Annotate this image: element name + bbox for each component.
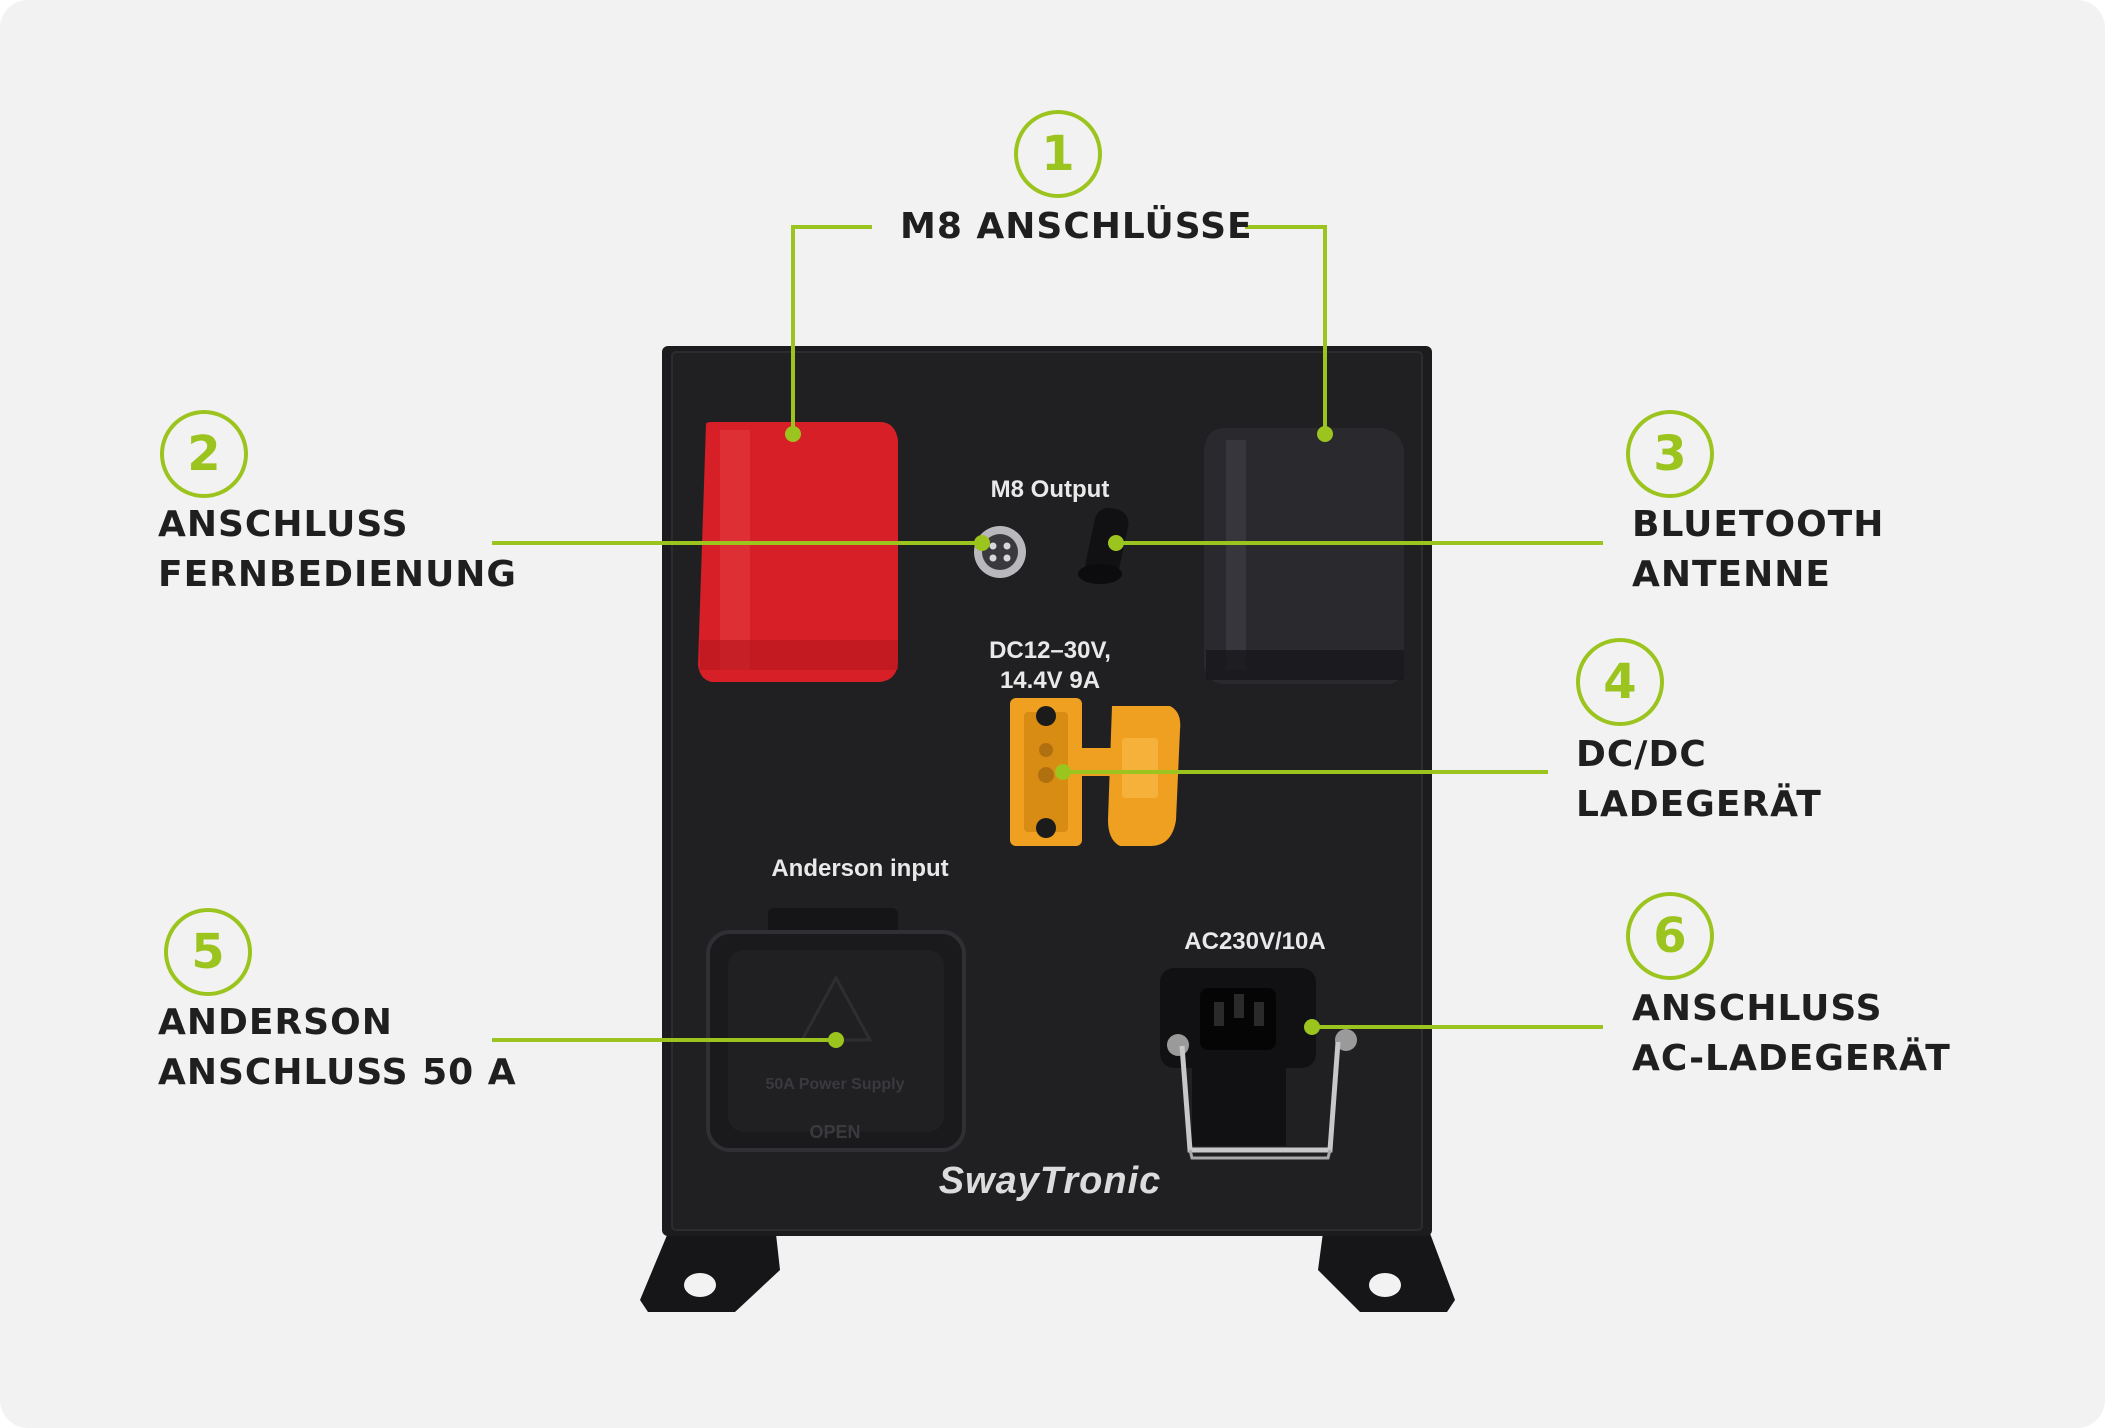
callout-2-label: ANSCHLUSS FERNBEDIENUNG	[158, 500, 517, 600]
callout-2-number: 2	[160, 410, 248, 498]
leader-line-1-left	[791, 225, 872, 434]
callout-5-number: 5	[164, 908, 252, 996]
m8-socket	[974, 526, 1026, 578]
callout-6-number: 6	[1626, 892, 1714, 980]
dc-voltage-line1: DC12–30V,	[989, 637, 1111, 664]
m8-output-label: M8 Output	[990, 476, 1110, 503]
bluetooth-antenna	[1078, 507, 1129, 584]
callout-1-number: 1	[1014, 110, 1102, 198]
callout-3-line1: BLUETOOTH	[1632, 504, 1885, 545]
leader-line-1-right	[1245, 225, 1327, 434]
anderson-cover-text: 50A Power Supply	[765, 1076, 905, 1093]
anderson-open-text: OPEN	[809, 1122, 861, 1142]
callout-6-line2: AC-LADEGERÄT	[1632, 1038, 1951, 1079]
callout-endpoints	[785, 426, 1333, 1048]
callout-5-line1: ANDERSON	[158, 1002, 393, 1043]
callout-4-label: DC/DC LADEGERÄT	[1576, 730, 1822, 830]
dc-voltage-line2: 14.4V 9A	[999, 667, 1101, 694]
dc-voltage-label: DC12–30V, 14.4V 9A	[950, 636, 1150, 696]
callout-2-line1: ANSCHLUSS	[158, 504, 409, 545]
callout-5-line2: ANSCHLUSS 50 A	[158, 1052, 517, 1093]
red-terminal-cap	[698, 422, 898, 682]
callout-4-line2: LADEGERÄT	[1576, 784, 1822, 825]
anderson-input-label: Anderson input	[771, 855, 949, 882]
callout-6-label: ANSCHLUSS AC-LADEGERÄT	[1632, 984, 1951, 1084]
callout-4-number: 4	[1576, 638, 1664, 726]
anderson-cover	[706, 908, 966, 1152]
callout-2-line2: FERNBEDIENUNG	[158, 554, 517, 595]
callout-lines	[492, 225, 1603, 1042]
callout-6-line1: ANSCHLUSS	[1632, 988, 1883, 1029]
brand-logo: SwayTronic	[938, 1160, 1162, 1202]
callout-4-line1: DC/DC	[1576, 734, 1707, 775]
ac-rating-label: AC230V/10A	[1184, 928, 1326, 955]
callout-5-label: ANDERSON ANSCHLUSS 50 A	[158, 998, 517, 1098]
black-terminal-cap	[1204, 428, 1404, 684]
ac-inlet	[1160, 968, 1357, 1160]
callout-3-line2: ANTENNE	[1632, 554, 1831, 595]
callout-1-label: M8 ANSCHLÜSSE	[900, 206, 1253, 247]
xt60-connector	[1010, 698, 1181, 846]
callout-3-label: BLUETOOTH ANTENNE	[1632, 500, 1884, 600]
callout-3-number: 3	[1626, 410, 1714, 498]
